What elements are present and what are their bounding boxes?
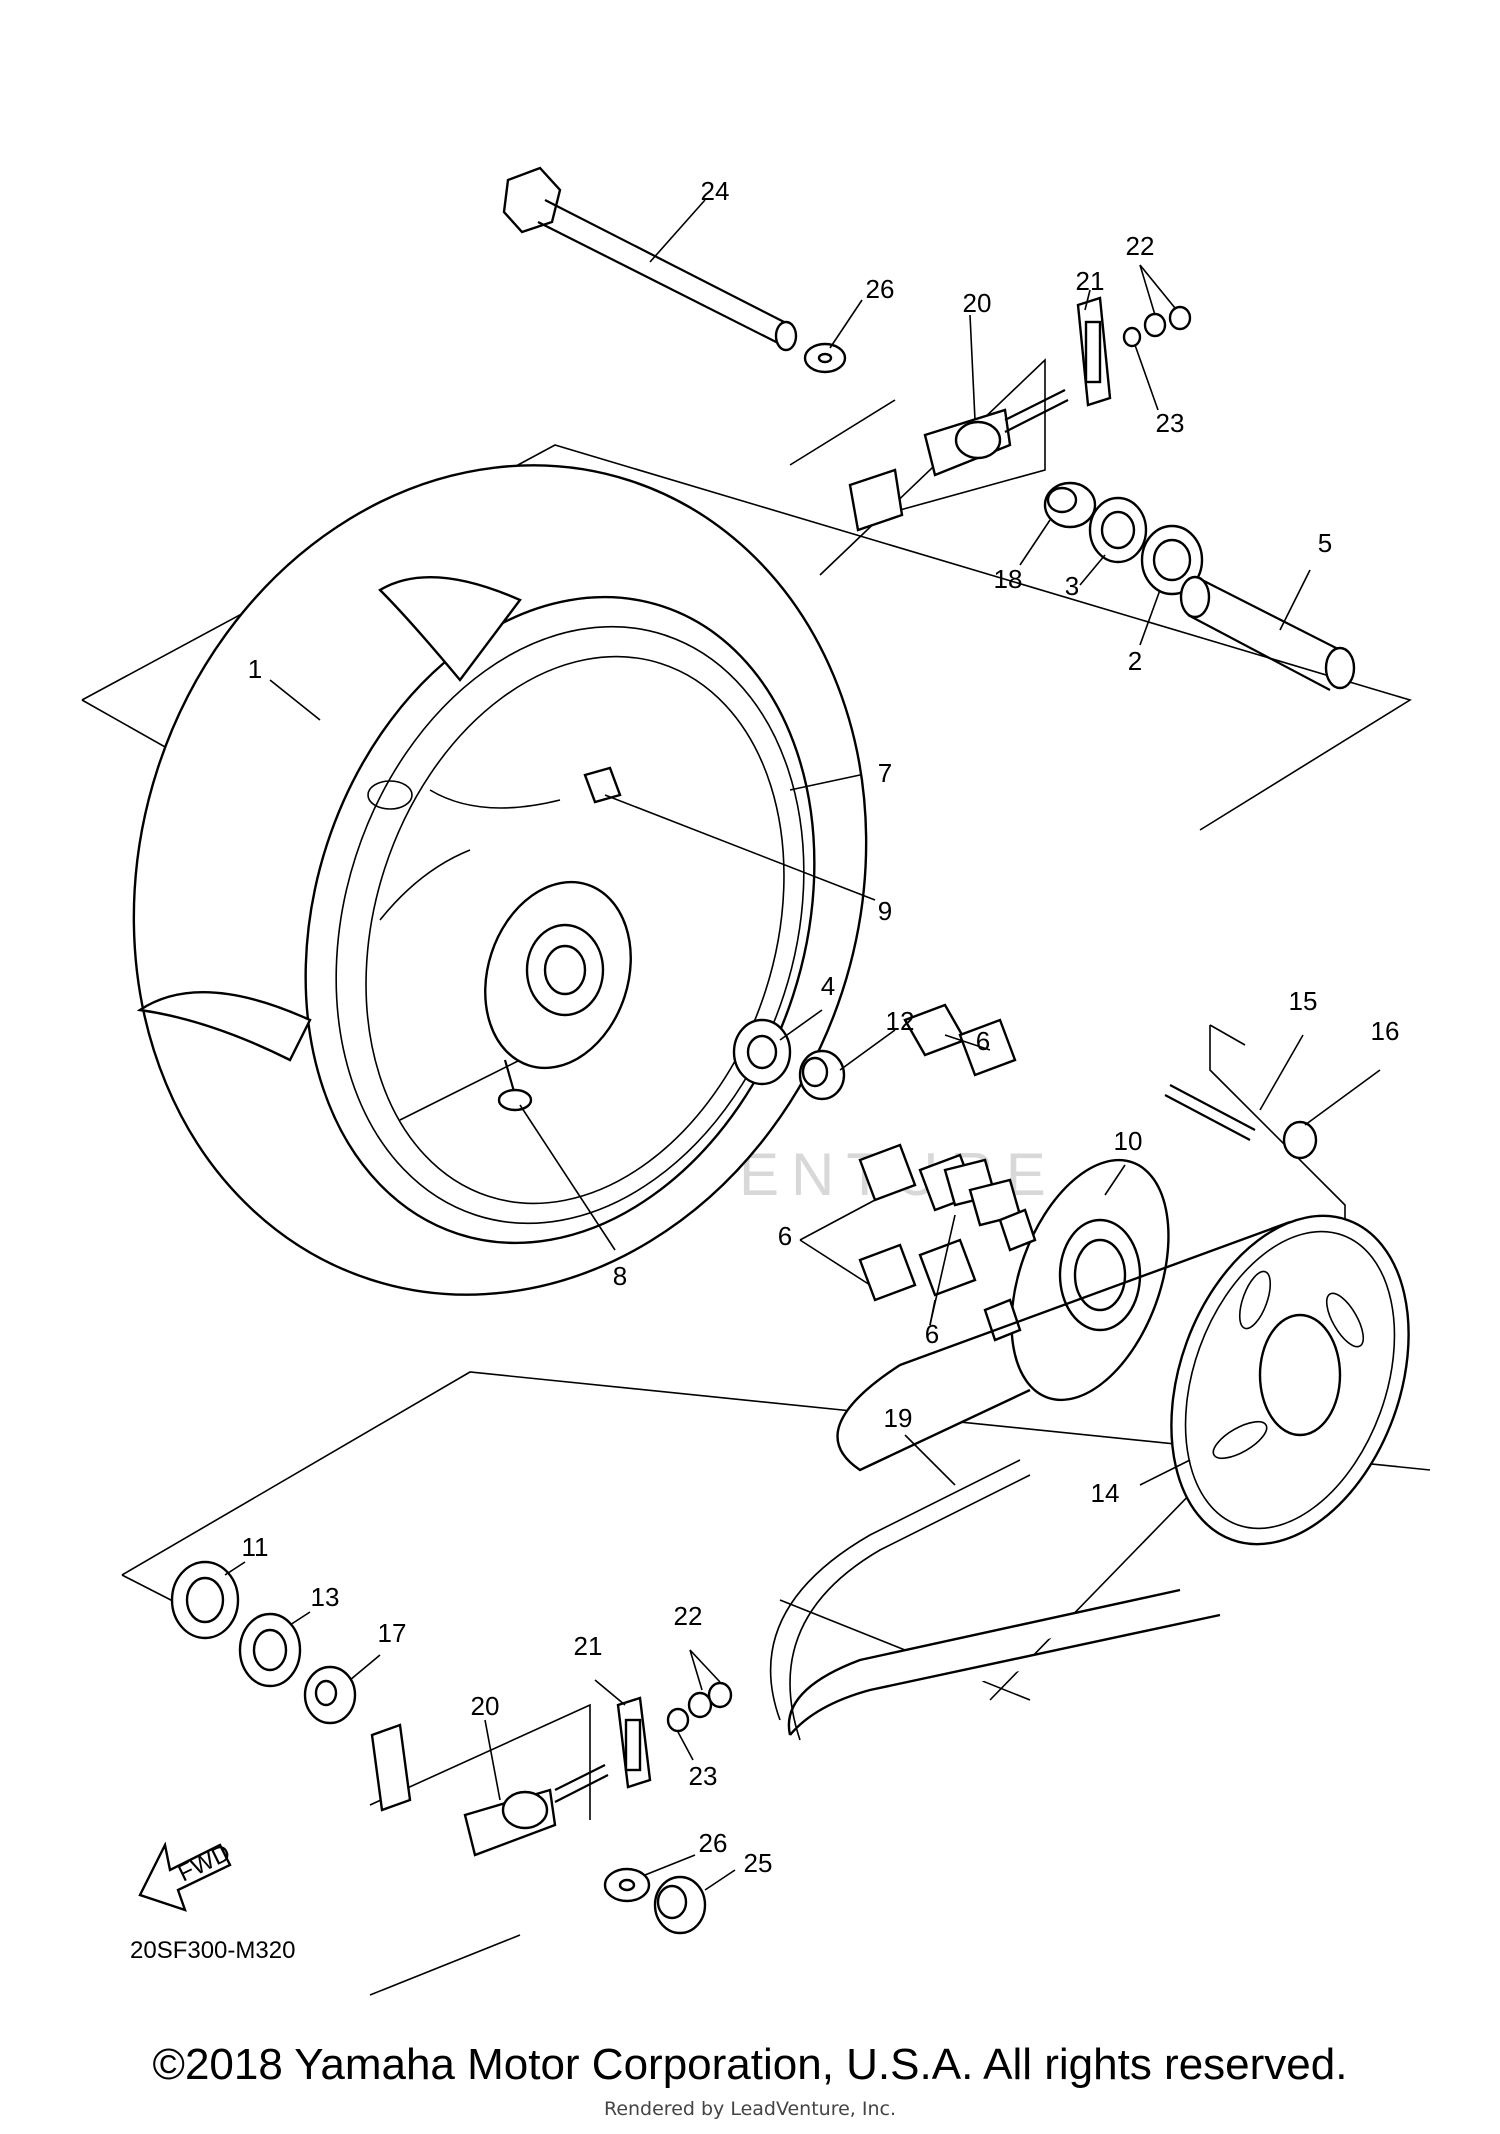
washer-23-top: [1122, 326, 1142, 348]
nut-22-bottom-b: [707, 1681, 733, 1709]
drive-chain-19: [787, 1220, 1291, 1736]
callout-20-bottom: 20: [471, 1691, 500, 1721]
stud-bolt-15: [1164, 1084, 1256, 1141]
callout-18: 18: [994, 564, 1023, 594]
callout-10: 10: [1114, 1126, 1143, 1156]
callout-25: 25: [744, 1848, 773, 1878]
callout-26-bottom: 26: [699, 1828, 728, 1858]
rendered-by-credit: Rendered by LeadVenture, Inc.: [603, 2098, 897, 2120]
washer-26-bottom-hole: [618, 1878, 636, 1892]
bearing-2: [1140, 524, 1204, 596]
collar-17: [303, 1665, 357, 1725]
callout-20-top: 20: [963, 288, 992, 318]
axle-nut-25: [653, 1875, 707, 1935]
leader-lines: [224, 199, 1381, 1891]
callout-17: 17: [378, 1618, 407, 1648]
callout-23-top: 23: [1156, 408, 1185, 438]
callout-16: 16: [1371, 1016, 1400, 1046]
callout-15: 15: [1289, 986, 1318, 1016]
washer-23-bottom: [666, 1707, 690, 1733]
nut-22-top-b: [1168, 305, 1192, 331]
spacer-5: [1179, 575, 1356, 691]
callout-23-bottom: 23: [689, 1761, 718, 1791]
nut-16: [1282, 1120, 1318, 1160]
callout-26-top: 26: [866, 274, 895, 304]
oil-seal-13: [238, 1612, 302, 1688]
callout-7: 7: [878, 758, 892, 788]
copyright-notice: ©2018 Yamaha Motor Corporation, U.S.A. A…: [152, 2040, 1348, 2089]
rear-sprocket-14: [1170, 1214, 1410, 1546]
adjust-plate-21-bottom: [616, 1696, 652, 1789]
oil-seal-3: [1088, 496, 1148, 564]
collar-12: [798, 1049, 846, 1101]
callout-21-bottom: 21: [574, 1631, 603, 1661]
callout-22-top: 22: [1126, 231, 1155, 261]
fwd-arrow-icon: FWD: [138, 1839, 235, 1912]
bearing-11: [170, 1560, 240, 1640]
collar-18: [1043, 481, 1097, 529]
callout-numbers: 24 26 20 21 22 23 18 3 2 5 1 7 9 8 4 12 …: [242, 176, 1400, 1878]
callout-21-top: 21: [1076, 266, 1105, 296]
sprocket-hub-10: [983, 1158, 1170, 1402]
diagram-code: 20SF300-M320: [130, 1937, 295, 1964]
nut-22-top-a: [1143, 312, 1167, 338]
callout-6-top: 6: [976, 1026, 990, 1056]
callout-2: 2: [1128, 646, 1142, 676]
fwd-label: FWD: [174, 1839, 235, 1887]
washer-26-top-hole: [817, 352, 833, 364]
callout-3: 3: [1065, 571, 1079, 601]
callout-22-bottom: 22: [674, 1601, 703, 1631]
callout-11: 11: [242, 1532, 269, 1562]
callout-19: 19: [884, 1403, 913, 1433]
callout-6-left: 6: [778, 1221, 792, 1251]
callout-9: 9: [878, 896, 892, 926]
balance-weight-9: [583, 766, 622, 804]
adjust-plate-21-top: [1076, 296, 1112, 407]
dampers-6: [858, 1003, 1022, 1302]
callout-5: 5: [1318, 528, 1332, 558]
chain-adjuster-20-bottom: [463, 1764, 609, 1857]
callout-4: 4: [821, 971, 835, 1001]
axle-24: [502, 166, 798, 352]
valve-8: [497, 1059, 533, 1112]
callout-24: 24: [701, 176, 730, 206]
callout-1: 1: [248, 654, 262, 684]
chain-adjuster-20-top: [848, 389, 1069, 532]
callout-12: 12: [886, 1006, 915, 1036]
bracket-left: [370, 1723, 412, 1812]
wheel-1-tire-7: [132, 464, 868, 1296]
callout-8: 8: [613, 1261, 627, 1291]
bearing-4: [732, 1018, 792, 1086]
callout-13: 13: [311, 1582, 340, 1612]
callout-6-bottom: 6: [925, 1319, 939, 1349]
callout-14: 14: [1091, 1478, 1120, 1508]
nut-22-bottom-a: [687, 1691, 713, 1719]
